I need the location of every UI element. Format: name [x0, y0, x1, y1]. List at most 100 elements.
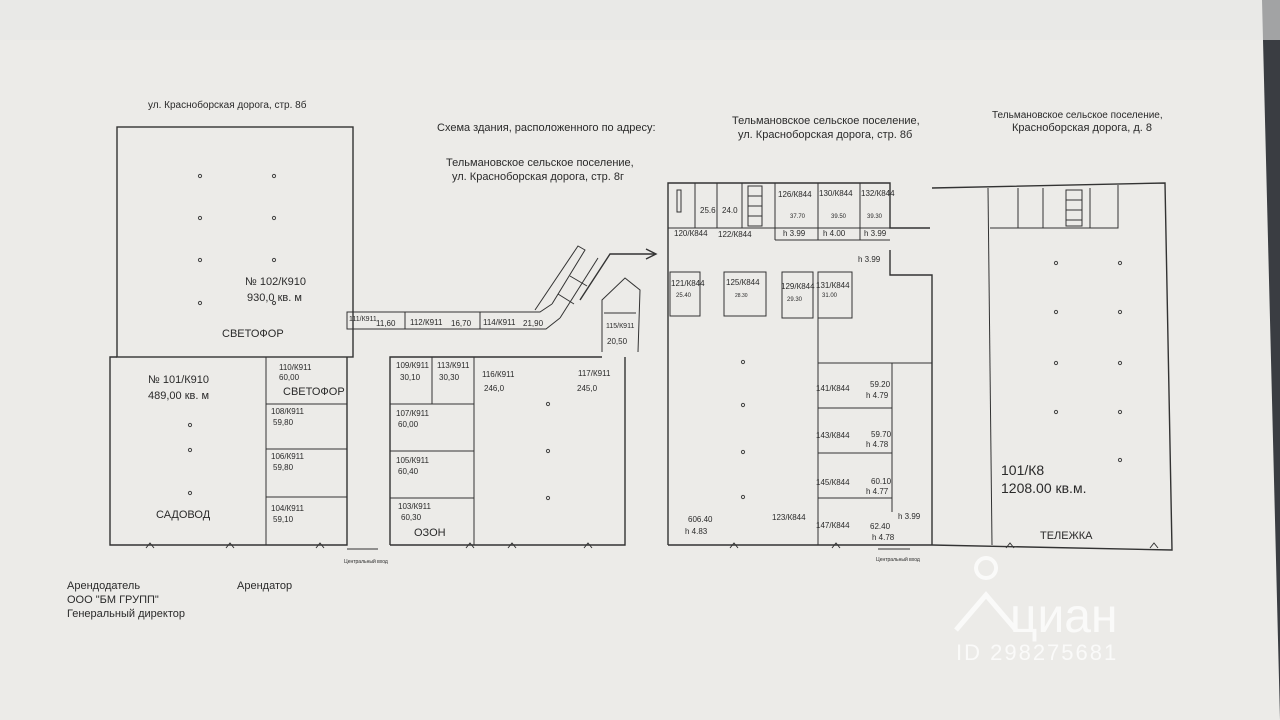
watermark-id: ID 298275681: [956, 640, 1118, 665]
room-117-area: 245,0: [577, 384, 598, 393]
room-103-label: 103/К911: [398, 502, 432, 511]
far-right-building: [931, 182, 1173, 551]
area-24-0: 24.0: [722, 206, 738, 215]
room-131-area: 31.00: [822, 293, 838, 299]
room-101k8-area: 1208.00 кв.м.: [1001, 480, 1086, 496]
area-25-6: 25.6: [700, 206, 716, 215]
room-121-label: 121/К844: [671, 279, 705, 288]
room-129-label: 129/К844: [781, 282, 815, 291]
room-141-height: h 4.79: [866, 391, 889, 400]
room-115-area: 20,50: [607, 337, 628, 346]
room-116-label: 116/К911: [482, 370, 515, 379]
landlord-role: Генеральный директор: [67, 608, 185, 620]
room-122-label: 122/К844: [718, 230, 752, 239]
mid-address-line1: Тельмановское сельское поселение,: [732, 115, 920, 127]
room-130-label: 130/К844: [819, 189, 853, 198]
room-129-area: 29.30: [787, 297, 803, 303]
room-141-label: 141/К844: [816, 384, 850, 393]
address-top-left: ул. Красноборская дорога, стр. 8б: [148, 99, 307, 111]
column-dots-left: [187, 173, 277, 496]
height-400: h 4.00: [823, 229, 846, 238]
height-399-c: h 3.99: [858, 255, 881, 264]
room-102-area: 930,0 кв. м: [247, 292, 302, 304]
room-143-area: 59.70: [871, 430, 892, 439]
sadovod-label: САДОВОД: [156, 509, 211, 521]
right-address-line1: Тельмановское сельское поселение,: [992, 110, 1163, 121]
room-112-label: 112/К911: [410, 318, 443, 327]
telezhka-label: ТЕЛЕЖКА: [1040, 530, 1093, 542]
room-104-area: 59,10: [273, 515, 294, 524]
svetofor-label-2: СВЕТОФОР: [283, 386, 345, 398]
height-399-d: h 3.99: [898, 512, 921, 521]
room-104-label: 104/К911: [271, 504, 305, 513]
room-125-area: 28.30: [735, 293, 748, 299]
watermark: циан ID 298275681: [954, 556, 1118, 665]
room-143-height: h 4.78: [866, 440, 889, 449]
column-dots-right: [740, 359, 746, 500]
room-109-area: 30,10: [400, 373, 421, 382]
room-145-area: 60.10: [871, 477, 892, 486]
scheme-address-line1: Тельмановское сельское поселение,: [446, 157, 634, 169]
room-113-area: 30,30: [439, 373, 460, 382]
room-101-area: 489,00 кв. м: [148, 390, 209, 402]
watermark-brand: циан: [1010, 590, 1118, 643]
room-147-area: 62.40: [870, 522, 891, 531]
svetofor-label-1: СВЕТОФОР: [222, 328, 284, 340]
tenant-title: Арендатор: [237, 580, 292, 592]
room-113-label: 113/К911: [437, 361, 470, 370]
room-126-label: 126/К844: [778, 190, 812, 199]
room-145-height: h 4.77: [866, 487, 889, 496]
scheme-address-line2: ул. Красноборская дорога, стр. 8г: [452, 171, 624, 183]
height-399-b: h 3.99: [864, 229, 887, 238]
mid-address-line2: ул. Красноборская дорога, стр. 8б: [738, 129, 912, 141]
right-building: [667, 182, 933, 546]
door-marks: [145, 542, 1159, 549]
big-room-height: h 4.83: [685, 527, 708, 536]
right-address-line2: Красноборская дорога, д. 8: [1012, 122, 1152, 134]
room-132-label: 132/К844: [861, 189, 895, 198]
corridor: [346, 245, 658, 353]
room-102-label: № 102/К910: [245, 276, 306, 288]
landlord-org: ООО "БМ ГРУПП": [67, 594, 159, 606]
room-141-area: 59.20: [870, 380, 891, 389]
room-145-label: 145/К844: [816, 478, 850, 487]
column-dots-far-right: [1053, 260, 1123, 463]
central-entrance-left: Центральный вход: [344, 558, 388, 565]
room-108-label: 108/К911: [271, 407, 305, 416]
pin-icon: [954, 556, 1018, 632]
room-105-area: 60,40: [398, 467, 419, 476]
room-103-area: 60,30: [401, 513, 422, 522]
room-116-area: 246,0: [484, 384, 505, 393]
big-room-area: 606.40: [688, 515, 713, 524]
room-115-label: 115/К911: [606, 323, 634, 330]
room-112-area: 16,70: [451, 319, 472, 328]
room-123-label: 123/К844: [772, 513, 806, 522]
room-125-label: 125/К844: [726, 278, 760, 287]
room-114-area: 21,90: [523, 319, 544, 328]
room-106-area: 59,80: [273, 463, 294, 472]
room-130-area: 39.50: [831, 214, 847, 220]
room-107-label: 107/К911: [396, 409, 430, 418]
room-111-label: 111/К911: [349, 316, 377, 323]
room-147-height: h 4.78: [872, 533, 895, 542]
room-117-label: 117/К911: [578, 369, 611, 378]
room-107-area: 60,00: [398, 420, 419, 429]
landlord-title: Арендодатель: [67, 580, 140, 592]
central-entrance-right: Центральный вход: [876, 556, 920, 563]
room-120-label: 120/К844: [674, 229, 708, 238]
ozon-label: ОЗОН: [414, 527, 446, 539]
room-109-label: 109/К911: [396, 361, 430, 370]
room-147-label: 147/К844: [816, 521, 850, 530]
room-110-label: 110/К911: [279, 363, 312, 372]
height-399-a: h 3.99: [783, 229, 806, 238]
room-106-label: 106/К911: [271, 452, 305, 461]
room-110-area: 60,00: [279, 373, 300, 382]
scheme-title: Схема здания, расположенного по адресу:: [437, 122, 656, 134]
room-114-label: 114/К911: [483, 318, 516, 327]
room-143-label: 143/К844: [816, 431, 850, 440]
room-105-label: 105/К911: [396, 456, 430, 465]
room-126-area: 37.70: [790, 214, 806, 220]
room-132-area: 39.30: [867, 214, 883, 220]
